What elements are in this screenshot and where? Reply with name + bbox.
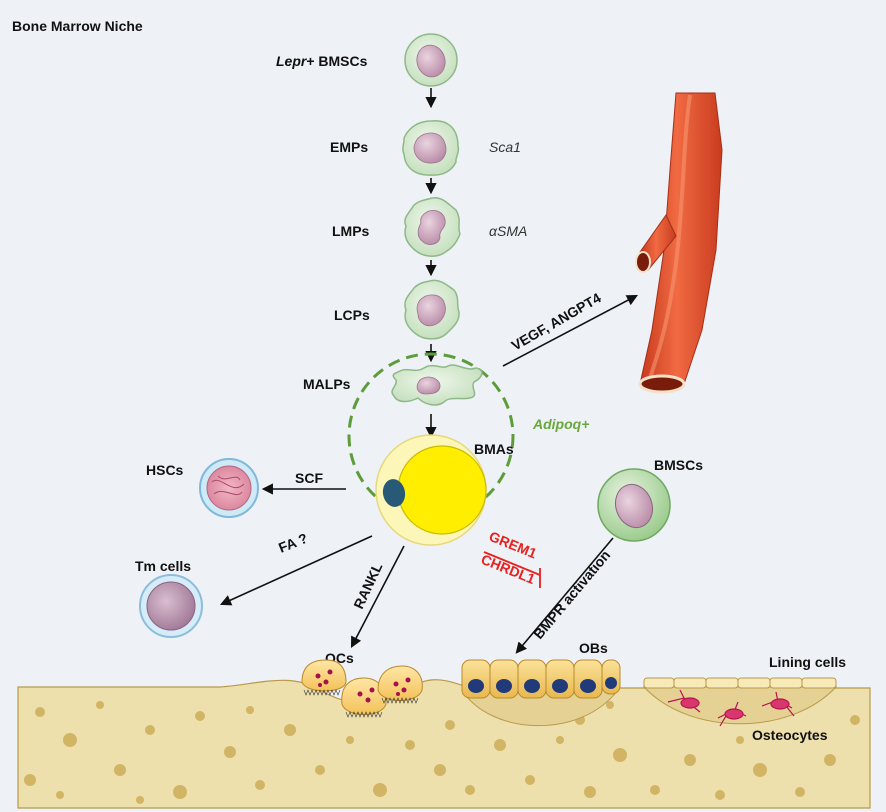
lepr-bmscs-label: Lepr+ BMSCs <box>276 53 368 69</box>
lcps-label: LCPs <box>334 307 370 323</box>
diagram-title: Bone Marrow Niche <box>12 18 143 34</box>
rankl-label: RANKL <box>350 560 385 612</box>
emps-label: EMPs <box>330 139 368 155</box>
bmscs-label: BMSCs <box>654 457 703 473</box>
sca1-marker-label: Sca1 <box>489 139 521 155</box>
fa-label: FA ? <box>276 530 310 556</box>
hsc-cell <box>199 458 259 518</box>
malp-cell <box>391 364 483 406</box>
malps-label: MALPs <box>303 376 351 392</box>
tm-cell <box>139 574 203 638</box>
lining-surface <box>642 686 838 725</box>
adipoq-marker-label: Adipoq+ <box>532 416 589 432</box>
grem1-inhibition-line <box>483 551 541 576</box>
osteoclast-cells <box>301 659 423 718</box>
osteocytes-label: Osteocytes <box>752 727 828 743</box>
arrow-bmas-to-vessel <box>502 294 638 367</box>
emp-cell <box>402 120 460 176</box>
lcp-cell <box>404 279 460 340</box>
adipoq-niche-boundary <box>347 352 515 520</box>
blood-vessel <box>635 92 723 394</box>
obs-label: OBs <box>579 640 608 656</box>
lining-cells <box>643 677 837 689</box>
osteocyte-cells <box>667 689 795 727</box>
scf-label: SCF <box>295 470 323 486</box>
bma-adipocyte <box>375 434 487 546</box>
hscs-label: HSCs <box>146 462 184 478</box>
vegf-angpt4-label: VEGF, ANGPT4 <box>509 289 604 353</box>
arrow-bmas-to-ocs <box>350 545 405 648</box>
lepr-bmsc-cell <box>404 33 458 87</box>
bmpr-activation-label: BMPR activation <box>530 547 613 642</box>
arrow-bmas-to-tm-cells <box>219 535 373 606</box>
lmp-cell <box>404 196 461 257</box>
lining-cells-label: Lining cells <box>769 654 846 670</box>
osteoblast-cells <box>461 659 621 699</box>
ob-resorption-surface <box>461 689 620 727</box>
bmsc-cell <box>597 468 671 542</box>
bmas-label: BMAs <box>474 441 514 457</box>
lmps-label: LMPs <box>332 223 370 239</box>
arrow-bmscs-to-obs <box>515 537 614 654</box>
asma-marker-label: αSMA <box>489 223 527 239</box>
tm-cells-label: Tm cells <box>135 558 191 574</box>
